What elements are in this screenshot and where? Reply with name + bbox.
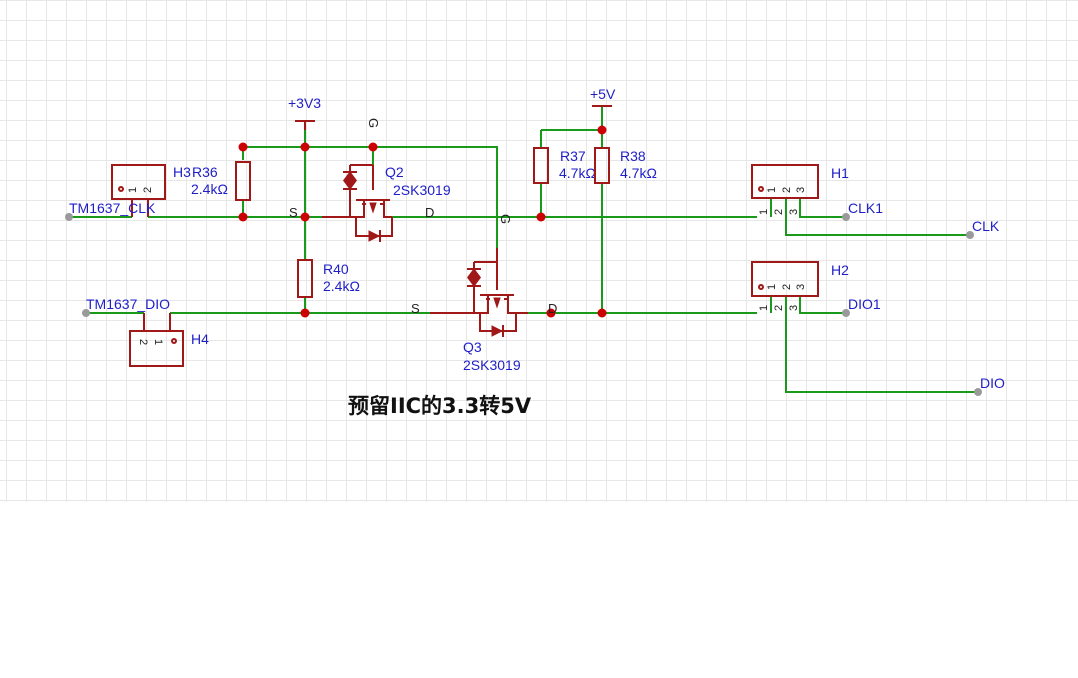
net-label-tm1637-clk[interactable]: TM1637_CLK [69,200,156,216]
net-labels: TM1637_CLK TM1637_DIO CLK1 CLK DIO1 DIO [69,200,1005,391]
q3-pin-d: D [548,301,557,316]
h2-pin-2-outer: 2 [773,305,785,311]
q2-pin-g: G [366,118,381,128]
h1-ref: H1 [831,165,849,181]
q2-ref: Q2 [385,164,404,180]
junctions [238,125,607,318]
junction-dot [536,212,546,222]
r36-value: 2.4kΩ [191,181,228,197]
net-endpoint [842,309,850,317]
h1-pin-3-outer: 3 [788,209,800,215]
r40-value: 2.4kΩ [323,278,360,294]
net-label-clk1[interactable]: CLK1 [848,200,883,216]
h1-pin-1: 1 [766,187,778,193]
net-label-3v3: +3V3 [288,95,321,111]
r38-value: 4.7kΩ [620,165,657,181]
net-label-clk[interactable]: CLK [972,218,1000,234]
r40-ref: R40 [323,261,349,277]
wires [69,106,978,393]
resistor-r40[interactable]: R40 2.4kΩ [297,259,360,298]
r36-ref: R36 [192,164,218,180]
q2-pin-s: S [289,205,298,220]
h2-pin-3-outer: 3 [788,305,800,311]
h2-ref: H2 [831,262,849,278]
r38-ref: R38 [620,148,646,164]
q2-pin-d: D [425,205,434,220]
junction-dot [368,142,378,152]
h2-pin-2: 2 [781,284,793,290]
net-label-dio1[interactable]: DIO1 [848,296,881,312]
junction-dot [300,142,310,152]
h3-pin-1: 1 [127,187,139,193]
junction-dot [546,308,556,318]
h2-pin-3: 3 [795,284,807,290]
r37-ref: R37 [560,148,586,164]
q2-value: 2SK3019 [393,182,451,198]
resistor-r37[interactable]: R37 4.7kΩ [533,147,596,184]
h3-pin-2: 2 [142,187,154,193]
h3-ref: H3 [173,164,191,180]
q3-value: 2SK3019 [463,357,521,373]
q3-pin-g: G [498,214,513,224]
mosfet-q3[interactable]: Q3 2SK3019 S D G [411,214,557,373]
h4-ref: H4 [191,331,209,347]
net-endpoint [966,231,974,239]
h2-pin-1: 1 [766,284,778,290]
schematic-canvas[interactable]: +3V3 +5V R36 2.4kΩ R40 2.4kΩ R37 4.7kΩ R… [0,0,1078,502]
net-label-dio[interactable]: DIO [980,375,1005,391]
junction-dot [597,308,607,318]
net-label-tm1637-dio[interactable]: TM1637_DIO [86,296,170,312]
junction-dot [300,212,310,222]
h1-pin-2-outer: 2 [773,209,785,215]
junction-dot [597,125,607,135]
schematic-title: 预留IIC的3.3转5V [348,394,532,418]
header-h3[interactable]: 1 2 H3 [111,164,191,217]
r37-value: 4.7kΩ [559,165,596,181]
h4-pin-1: 1 [152,339,164,345]
net-endpoints [65,213,982,396]
net-endpoint [65,213,73,221]
h4-pin-2: 2 [137,339,149,345]
h2-pin-1-outer: 1 [758,305,770,311]
junction-dot [300,308,310,318]
net-endpoint [974,388,982,396]
junction-dot [238,142,248,152]
net-label-5v: +5V [590,86,616,102]
header-h4[interactable]: 1 2 H4 [129,313,209,367]
resistor-r38[interactable]: R38 4.7kΩ [594,147,657,184]
junction-dot [238,212,248,222]
h1-pin-1-outer: 1 [758,209,770,215]
schematic-grid [0,0,1078,502]
q3-pin-s: S [411,301,420,316]
header-h2[interactable]: 1 2 3 1 2 3 H2 [751,261,849,311]
power-5v-symbol[interactable]: +5V [590,86,616,107]
power-3v3-symbol[interactable]: +3V3 [288,95,321,130]
resistor-r36[interactable]: R36 2.4kΩ [191,161,251,201]
net-endpoint [842,213,850,221]
h1-pin-3: 3 [795,187,807,193]
header-h1[interactable]: 1 2 3 1 2 3 H1 [751,164,849,215]
mosfet-q2[interactable]: Q2 2SK3019 S D G [289,118,451,242]
net-endpoint [82,309,90,317]
q3-ref: Q3 [463,339,482,355]
h1-pin-2: 2 [781,187,793,193]
